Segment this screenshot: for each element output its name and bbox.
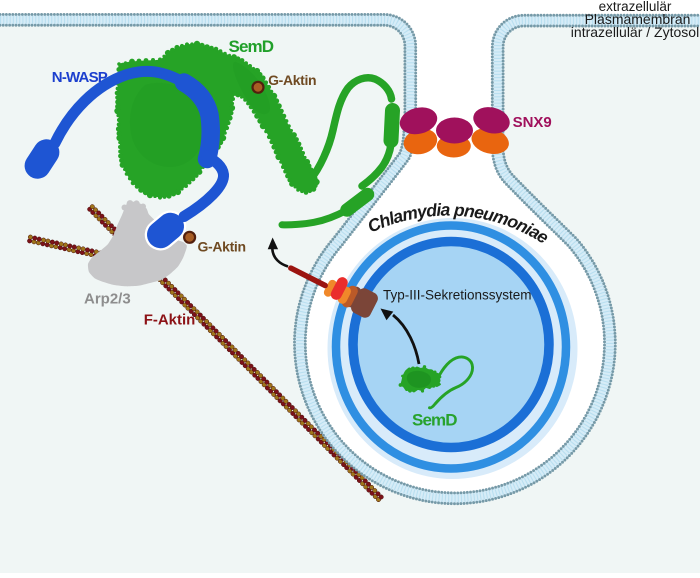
svg-text:Plasmamembran: Plasmamembran (585, 11, 691, 27)
svg-text:Arp2/3: Arp2/3 (84, 291, 131, 308)
svg-text:SemD: SemD (229, 37, 275, 56)
svg-text:F-Aktin: F-Aktin (144, 311, 196, 328)
svg-text:SNX9: SNX9 (513, 114, 552, 131)
svg-text:intrazellulär / Zytosol: intrazellulär / Zytosol (571, 24, 699, 40)
svg-text:Typ-III-Sekretionssystem: Typ-III-Sekretionssystem (383, 287, 532, 302)
svg-text:extrazellulär: extrazellulär (599, 0, 672, 14)
svg-text:G-Aktin: G-Aktin (198, 239, 247, 255)
svg-text:G-Aktin: G-Aktin (268, 72, 317, 88)
svg-text:N-WASP: N-WASP (52, 69, 108, 86)
svg-text:SemD: SemD (412, 411, 458, 430)
